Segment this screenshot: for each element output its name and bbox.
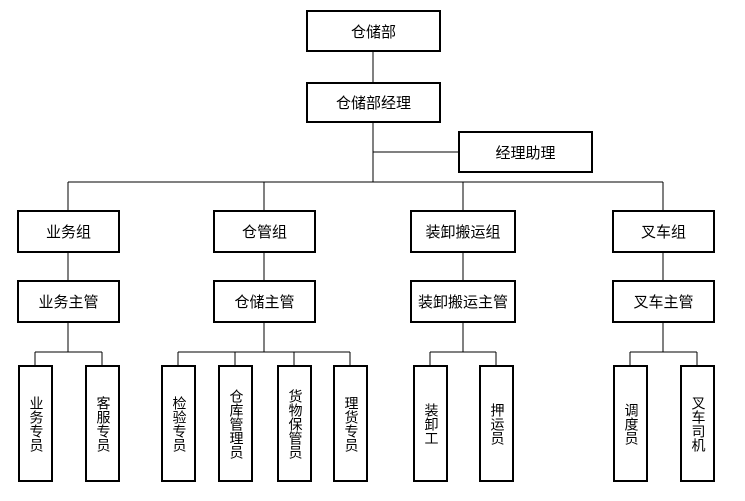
group-business: 业务组 [17, 210, 120, 253]
staff-tally: 理货专员 [333, 365, 368, 482]
staff-customer-service: 客服专员 [85, 365, 120, 482]
supervisor-forklift: 叉车主管 [612, 280, 715, 323]
group-handling: 装卸搬运组 [410, 210, 516, 253]
staff-forklift-driver: 叉车司机 [680, 365, 715, 482]
staff-escort: 押运员 [479, 365, 514, 482]
supervisor-warehouse: 仓储主管 [213, 280, 316, 323]
supervisor-handling: 装卸搬运主管 [410, 280, 516, 323]
staff-dispatcher: 调度员 [613, 365, 648, 482]
supervisor-business: 业务主管 [17, 280, 120, 323]
manager-box: 仓储部经理 [306, 82, 441, 123]
staff-loader: 装卸工 [413, 365, 448, 482]
staff-business-specialist: 业务专员 [18, 365, 53, 482]
staff-inspection: 检验专员 [161, 365, 196, 482]
group-warehouse: 仓管组 [213, 210, 316, 253]
staff-warehouse-admin: 仓库管理员 [218, 365, 253, 482]
group-forklift: 叉车组 [612, 210, 715, 253]
assistant-box: 经理助理 [458, 131, 593, 173]
staff-goods-keeper: 货物保管员 [277, 365, 312, 482]
department-box: 仓储部 [306, 10, 441, 52]
